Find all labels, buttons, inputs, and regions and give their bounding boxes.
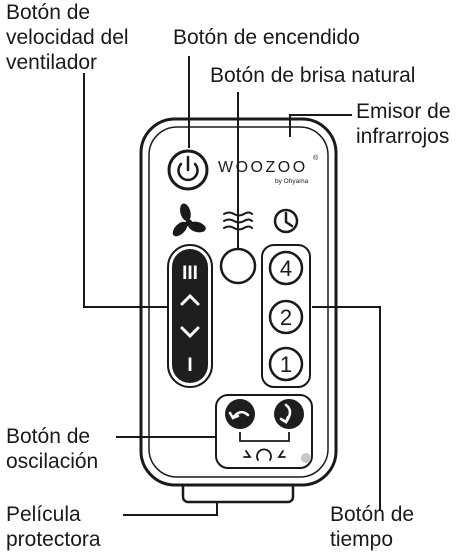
clock-icon (273, 208, 299, 234)
timer-button-1-label: 1 (280, 352, 292, 377)
label-protective-film: Película protectora (6, 502, 101, 552)
label-timer-line1: Botón de (330, 503, 415, 526)
label-oscillation-line2: oscilación (6, 450, 99, 473)
label-fan-speed: Botón de velocidad del ventilador (6, 0, 129, 75)
brand-wordmark: WOOZOO (218, 159, 308, 176)
brand-registered-mark: ® (313, 154, 319, 162)
oscillation-right-button[interactable] (274, 399, 304, 429)
wind-icon (223, 211, 253, 231)
leader-infrared (289, 114, 352, 137)
brand-subtitle: by Ohyama (275, 178, 309, 185)
power-button[interactable] (167, 149, 209, 191)
label-infrared: Emisor de infrarrojos (356, 99, 451, 149)
fan-speed-bar-fill (172, 249, 208, 383)
label-oscillation: Botón de oscilación (6, 424, 98, 474)
label-fan-speed-line3: ventilador (6, 51, 98, 74)
speed-high-button[interactable]: III (182, 263, 198, 284)
chevron-down-icon[interactable] (180, 326, 200, 339)
chevron-up-icon[interactable] (180, 293, 200, 306)
label-power: Botón de encendido (173, 26, 360, 49)
oscillation-symbol-icon (243, 448, 286, 461)
label-oscillation-line1: Botón de (6, 425, 91, 448)
label-timer: Botón de tiempo (330, 502, 414, 552)
speed-low-button[interactable]: I (187, 355, 192, 376)
infrared-emitter (301, 453, 311, 463)
timer-button-4[interactable]: 4 (268, 250, 304, 286)
label-fan-speed-line2: velocidad del (6, 26, 129, 49)
leader-protective-film (123, 502, 218, 516)
label-timer-line2: tiempo (330, 528, 394, 551)
oscillation-bracket (239, 432, 290, 442)
label-protective-film-line1: Película (6, 503, 81, 526)
power-icon (177, 155, 199, 182)
timer-button-1[interactable]: 1 (268, 346, 304, 382)
fan-icon (172, 203, 206, 237)
natural-breeze-button[interactable] (219, 247, 257, 285)
label-infrared-line1: Emisor de (356, 100, 451, 123)
label-fan-speed-line1: Botón de (6, 1, 91, 24)
oscillation-left-button[interactable] (225, 399, 255, 429)
label-infrared-line2: infrarrojos (356, 125, 450, 148)
timer-button-2[interactable]: 2 (268, 299, 304, 335)
leader-timer (312, 306, 381, 510)
timer-button-4-label: 4 (280, 256, 292, 281)
timer-button-2-label: 2 (280, 305, 292, 330)
leader-fan-speed (83, 73, 168, 308)
label-natural-breeze: Botón de brisa natural (210, 64, 416, 87)
label-protective-film-line2: protectora (6, 528, 101, 551)
